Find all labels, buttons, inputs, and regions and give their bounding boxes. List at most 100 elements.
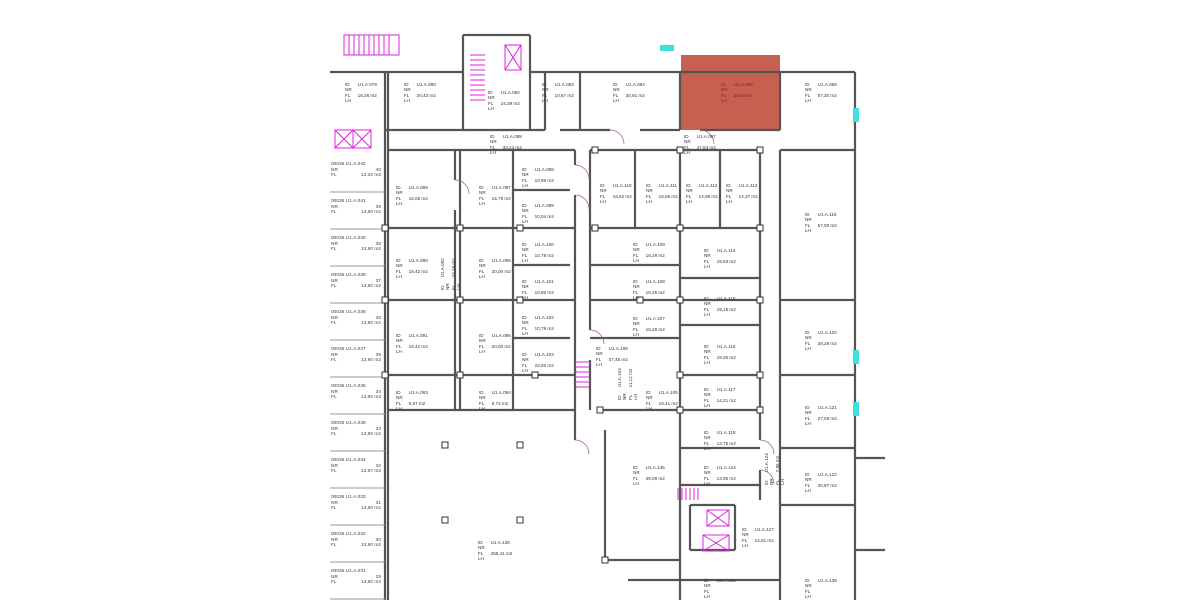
id-key: ID [490,134,495,139]
room-label[interactable]: ID NR FL LH U1.A.093 9,87 m2 [396,390,428,412]
lh-key: LH [780,479,786,485]
room-keys: ID NR FL LH [542,82,549,104]
room-keys: ID NR FL LH [805,472,812,494]
room-label[interactable]: ID NR FL LH U1.A.107 16,29 m2 [633,316,665,338]
lh-key: LH [600,199,606,205]
room-id: U1.A.094 [491,390,511,395]
room-label[interactable]: ID NR FL LH U1.A.105 16,41 m2 [646,390,678,412]
room-label[interactable]: ID NR FL LH U1.A.114 19,53 m2 [704,248,736,270]
highlighted-room-area[interactable] [681,55,780,130]
space-code: 00036 U1.A.042 [331,162,366,167]
room-label[interactable]: ID NR FL LH U1.A.116 19,30 m2 [704,344,736,366]
room-keys: ID NR FL LH [726,183,733,205]
room-keys: ID NR FL LH [633,465,640,487]
room-label[interactable]: ID NR FL LH U1.A.112 14,98 m2 [686,183,718,205]
room-label[interactable]: ID NR FL LH U1.A.098 10,96 m2 [522,167,554,189]
room-label[interactable]: ID NR FL LH U1.A.092 24,29 m2 [440,258,462,290]
room-values: U1.A.100 10,79 m2 [535,242,554,264]
room-label[interactable]: ID NR FL LH U1.A.080 20,43 m2 [404,82,436,104]
lh-key: LH [684,150,690,156]
room-label[interactable]: ID NR FL LH U1.A.101 10,80 m2 [522,279,554,301]
room-label[interactable]: ID NR FL LH U1.A.122 20,97 m2 [805,472,837,494]
room-label[interactable]: ID NR FL LH U1.A.135 49,09 m2 [633,465,665,487]
room-label[interactable]: ID NR FL LH U1.A.084 30,91 m2 [613,82,645,104]
room-label[interactable]: ID NR FL LH U1.A.109 16,29 m2 [633,242,665,264]
room-label[interactable]: ID NR FL LH U1.A.085 38,50 m2 [721,82,753,104]
fl-key: FL [805,222,811,228]
room-label[interactable]: ID NR FL LH U1.A.082 24,39 m2 [488,90,520,112]
room-label[interactable]: ID NR FL LH U1.A.106 37,45 m2 [596,346,628,368]
room-label[interactable]: ID NR FL LH U1.A.096 20,00 m2 [479,258,511,280]
id-key: ID [646,183,651,188]
room-label[interactable]: ID NR FL LH U1.A.088 33,24 m2 [490,134,522,156]
room-label[interactable]: ID NR FL LH U1.A.094 9,73 m2 [479,390,511,412]
room-label[interactable]: ID NR FL LH U1.A.115 19,18 m2 [704,296,736,318]
room-label[interactable]: ID NR FL LH U1.A.138 [805,578,837,600]
room-label[interactable]: ID NR FL LH U1.A.117 14,21 m2 [704,387,736,409]
room-label[interactable]: ID NR FL LH U1.A.104 11,12 m2 [617,368,639,400]
room-label[interactable]: ID NR FL LH U1.A.123 7,86 m2 [764,453,786,485]
fl-key: FL [704,440,710,446]
room-values: U1.A.098 10,96 m2 [535,167,554,189]
room-label[interactable]: ID NR FL LH U1.A.108 16,35 m2 [633,279,665,301]
lh-key: LH [805,346,811,352]
room-values: U1.A.105 16,41 m2 [659,390,678,412]
nr-key: NR [331,426,338,432]
room-label[interactable]: ID NR FL LH U1.A.091 16,42 m2 [396,333,428,355]
lh-key: LH [721,98,727,104]
lh-key: LH [479,201,485,207]
room-id: U1.A.103 [534,352,554,357]
room-area: 7,86 m2 [774,455,780,473]
space-area: 13,90 m2 [360,580,381,586]
room-label[interactable]: ID NR FL LH U1.A.099 10,94 m2 [522,203,554,225]
room-label[interactable]: ID NR FL LH U1.A.086 57,30 m2 [805,82,837,104]
room-area: 10,67 m2 [554,92,574,98]
room-area: 33,24 m2 [502,144,522,150]
room-label[interactable]: ID NR FL LH U1.A.111 16,55 m2 [646,183,678,205]
room-label[interactable]: ID NR FL LH U1.A.124 13,95 m2 [704,465,736,487]
room-label[interactable]: ID NR FL LH U1.A.083 10,67 m2 [542,82,574,104]
room-label[interactable]: ID NR FL LH U1.A.095 20,00 m2 [479,333,511,355]
room-values: U1.A.084 30,91 m2 [626,82,645,104]
room-label[interactable]: ID NR FL LH U1.A.089 16,05 m2 [396,185,428,207]
lh-key: LH [805,594,811,600]
id-key: ID [396,185,401,190]
room-label[interactable]: ID NR FL LH U1.A.102 10,79 m2 [522,315,554,337]
room-label[interactable]: ID NR FL LH U1.A.079 16,26 m2 [345,82,377,104]
id-key: ID [633,242,638,247]
room-label[interactable]: ID NR FL LH U1.A.087 47,83 m2 [684,134,716,156]
room-label[interactable]: ID NR FL LH U1.A.119 57,00 m2 [805,212,837,234]
space-code: 00036 U1.A.037 [331,347,366,352]
room-label[interactable]: ID NR FL LH U1.A.127 12,81 m2 [742,527,774,549]
id-key: ID [479,258,484,263]
room-label[interactable]: ID NR FL LH U1.A.121 27,08 m2 [805,405,837,427]
room-label[interactable]: ID NR FL LH U1.A.103 22,60 m2 [522,352,554,374]
room-area: 20,97 m2 [817,482,837,488]
nr-key: NR [331,278,338,284]
room-label[interactable]: ID NR FL LH U1.A.113 14,37 m2 [726,183,758,205]
nr-key: NR [331,389,338,395]
room-label[interactable]: ID NR FL LH U1.A.118 13,75 m2 [704,430,736,452]
room-label[interactable]: ID NR FL LH U1.A.110 16,82 m2 [600,183,632,205]
room-label[interactable]: ID NR FL LH U1.A.120 28,29 m2 [805,330,837,352]
room-label[interactable]: ID NR FL LH U1.A.100 10,79 m2 [522,242,554,264]
space-code: 00036 U1.A.034 [331,458,366,463]
room-area: 16,26 m2 [357,92,377,98]
room-label[interactable]: ID NR FL LH U1.A.136 256,41 m2 [478,540,512,562]
id-key: ID [479,390,484,395]
room-label[interactable]: ID NR FL LH U1.A.090 16,42 m2 [396,258,428,280]
room-label[interactable]: ID NR FL LH U1.A.097 15,79 m2 [479,185,511,207]
room-label[interactable]: ID NR FL LH U1.A.126 [704,578,736,600]
